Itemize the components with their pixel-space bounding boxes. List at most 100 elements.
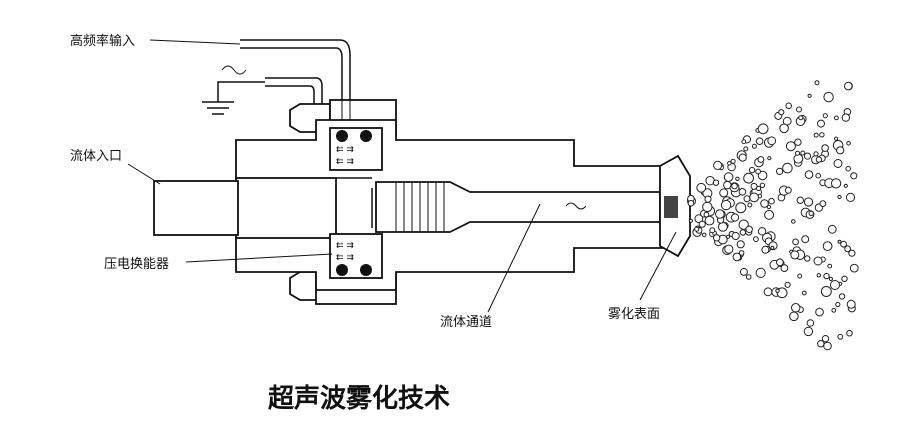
spray-droplet bbox=[836, 146, 845, 155]
spray-droplet bbox=[794, 138, 802, 146]
spray-droplet bbox=[828, 276, 834, 281]
spray-droplet bbox=[823, 341, 832, 351]
spray-droplet bbox=[789, 311, 799, 322]
spray-droplet bbox=[767, 136, 777, 146]
label-fluid-channel: 流体通道 bbox=[440, 315, 492, 330]
spray-droplet bbox=[767, 156, 772, 161]
spray-droplet bbox=[823, 272, 830, 280]
spray-droplet bbox=[745, 274, 752, 280]
spray-droplets bbox=[687, 80, 859, 351]
spray-droplet bbox=[776, 258, 784, 267]
spray-droplet bbox=[823, 91, 834, 103]
spray-droplet bbox=[803, 197, 814, 207]
spray-droplet bbox=[735, 202, 747, 214]
spray-droplet bbox=[837, 239, 842, 244]
spray-droplet bbox=[776, 167, 784, 175]
piezo-stack-lower: ⇇ ⇉ ⇇ ⇉ bbox=[329, 233, 383, 279]
spray-droplet bbox=[704, 215, 715, 226]
spray-droplet bbox=[694, 214, 704, 224]
spray-droplet bbox=[743, 195, 751, 203]
spray-droplet bbox=[785, 102, 793, 110]
spray-droplet bbox=[687, 200, 695, 207]
svg-text:⇇ ⇉: ⇇ ⇉ bbox=[336, 157, 354, 167]
spray-droplet bbox=[745, 225, 753, 234]
spray-droplet bbox=[800, 150, 806, 156]
spray-droplet bbox=[803, 326, 814, 337]
spray-droplet bbox=[720, 199, 732, 211]
spray-droplet bbox=[833, 159, 843, 168]
label-high-frequency-input: 高频率输入 bbox=[70, 33, 135, 49]
spray-droplet bbox=[804, 255, 811, 262]
spray-droplet bbox=[807, 93, 812, 98]
atomizing-tip bbox=[659, 154, 691, 258]
spray-droplet bbox=[743, 146, 749, 152]
spray-droplet bbox=[747, 202, 753, 208]
svg-text:⇇ ⇉: ⇇ ⇉ bbox=[336, 241, 354, 251]
spray-droplet bbox=[732, 252, 742, 262]
spray-droplet bbox=[739, 267, 748, 276]
spray-droplet bbox=[748, 166, 756, 174]
spray-droplet bbox=[779, 123, 789, 134]
spray-droplet bbox=[782, 162, 793, 174]
spray-droplet bbox=[727, 160, 732, 166]
spray-droplet bbox=[741, 139, 747, 145]
spray-droplet bbox=[813, 256, 823, 266]
leader-lines bbox=[127, 39, 677, 313]
spray-droplet bbox=[815, 307, 824, 317]
spray-droplet bbox=[688, 218, 694, 223]
spray-droplet bbox=[738, 250, 745, 256]
spray-droplet bbox=[843, 183, 848, 188]
spray-droplet bbox=[819, 200, 827, 208]
spray-droplet bbox=[819, 132, 825, 138]
spray-droplet bbox=[803, 152, 812, 160]
spray-droplet bbox=[816, 273, 821, 278]
spray-droplet bbox=[766, 204, 772, 210]
label-fluid-inlet: 流体入口 bbox=[70, 149, 122, 164]
diagram-title: 超声波雾化技术 bbox=[268, 384, 450, 414]
spray-droplet bbox=[761, 245, 770, 254]
spray-droplet bbox=[834, 136, 839, 141]
spray-droplet bbox=[698, 220, 706, 228]
spray-droplet bbox=[827, 224, 837, 234]
spray-droplet bbox=[814, 80, 820, 86]
spray-droplet bbox=[831, 178, 842, 189]
spray-droplet bbox=[845, 165, 852, 172]
spray-droplet bbox=[757, 123, 769, 135]
spray-droplet bbox=[793, 153, 804, 164]
spray-droplet bbox=[846, 329, 853, 337]
spray-droplet bbox=[755, 137, 764, 145]
spray-droplet bbox=[837, 194, 842, 200]
spray-droplet bbox=[738, 219, 749, 230]
spray-droplet bbox=[712, 179, 720, 186]
spray-droplet bbox=[845, 192, 856, 202]
label-piezo-transducer: 压电换能器 bbox=[104, 257, 169, 272]
spray-droplet bbox=[757, 156, 765, 163]
spray-droplet bbox=[841, 275, 848, 282]
spray-droplet bbox=[713, 160, 723, 170]
spray-droplet bbox=[821, 144, 829, 152]
spray-droplet bbox=[844, 245, 851, 253]
spray-droplet bbox=[751, 143, 757, 149]
spray-droplet bbox=[846, 299, 856, 309]
spray-droplet bbox=[768, 197, 775, 205]
spray-droplet bbox=[784, 281, 791, 288]
spray-droplet bbox=[844, 81, 853, 91]
spray-droplet bbox=[785, 141, 796, 152]
spray-droplet bbox=[719, 188, 729, 198]
spray-droplet bbox=[797, 273, 803, 279]
spray-droplet bbox=[841, 113, 850, 122]
svg-text:⇇ ⇉: ⇇ ⇉ bbox=[336, 253, 354, 263]
fluid-inlet-pipe bbox=[153, 180, 239, 236]
spray-droplet bbox=[806, 319, 815, 327]
spray-droplet bbox=[778, 109, 785, 116]
spray-droplet bbox=[804, 170, 814, 179]
spray-droplet bbox=[757, 170, 768, 181]
spray-droplet bbox=[739, 229, 747, 236]
spray-droplet bbox=[759, 182, 766, 189]
spray-droplet bbox=[808, 210, 814, 216]
spray-droplet bbox=[763, 287, 773, 297]
spray-droplet bbox=[801, 235, 810, 244]
spray-droplet bbox=[755, 267, 766, 278]
spray-droplet bbox=[696, 182, 707, 193]
